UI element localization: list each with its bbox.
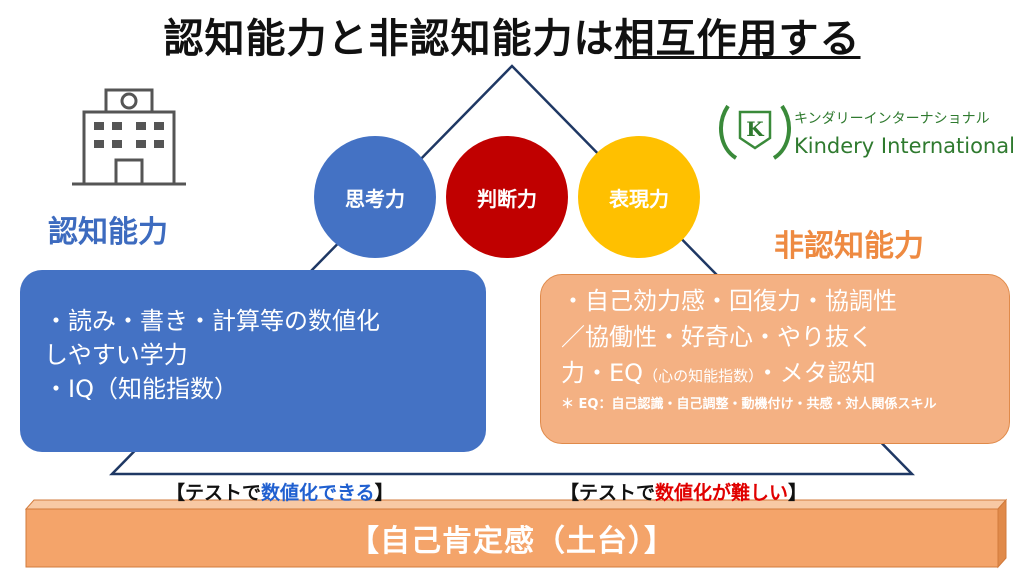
title-part1: 認知能力と非認知能力は (163, 16, 615, 62)
eq-note: ＊ EQ：自己認識・自己調整・動機付け・共感・対人関係スキル (561, 397, 937, 412)
school-building-icon (72, 88, 186, 186)
cognitive-label-suffix: 】 (374, 482, 394, 504)
base-bar (24, 498, 1008, 569)
logo-letter: K (746, 117, 764, 141)
noncognitive-label-highlight: 数値化が難しい (655, 482, 789, 504)
expression-label: 表現力 (609, 186, 669, 211)
noncognitive-line-3a: 力・EQ (561, 359, 644, 387)
noncognitive-test-label: 【テストで数値化が難しい】 (560, 478, 807, 505)
noncognitive-box: ・自己効力感・回復力・協調性 ／協働性・好奇心・やり抜く 力・EQ（心の知能指数… (540, 274, 1010, 444)
judgment-circle: 判断力 (446, 136, 568, 258)
cognitive-test-label: 【テストで数値化できる】 (166, 478, 394, 505)
judgment-label: 判断力 (477, 186, 537, 211)
page-title: 認知能力と非認知能力は相互作用する (0, 6, 1024, 64)
cognitive-line-3: ・IQ（知能指数） (44, 375, 238, 403)
noncognitive-line-3b: ・メタ認知 (755, 359, 876, 387)
expression-circle: 表現力 (578, 136, 700, 258)
logo-emblem-icon: K (719, 104, 791, 160)
cognitive-line-2: しやすい学力 (44, 341, 188, 369)
noncognitive-line-3: 力・EQ（心の知能指数）・メタ認知 (561, 355, 997, 394)
logo-text-english: Kindery International (794, 134, 1015, 158)
noncognitive-line-2: ／協働性・好奇心・やり抜く (561, 323, 873, 351)
cognitive-label-prefix: 【テストで (166, 482, 262, 504)
noncognitive-line-1: ・自己効力感・回復力・協調性 (561, 287, 897, 315)
logo-text-japanese: キンダリーインターナショナル (794, 111, 990, 127)
cognitive-label-highlight: 数値化できる (261, 482, 375, 504)
noncognitive-label-suffix: 】 (788, 482, 808, 504)
title-part2-underlined: 相互作用する (614, 16, 861, 62)
noncognitive-line-3-small: （心の知能指数） (643, 367, 756, 385)
cognitive-box: ・読み・書き・計算等の数値化 しやすい学力 ・IQ（知能指数） (20, 270, 486, 452)
thinking-circle: 思考力 (314, 136, 436, 258)
self-esteem-foundation: 【自己肯定感（土台）】 (349, 524, 675, 559)
noncognitive-heading: 非認知能力 (774, 229, 924, 264)
cognitive-line-1: ・読み・書き・計算等の数値化 (44, 307, 380, 335)
cognitive-heading: 認知能力 (48, 215, 168, 250)
noncognitive-label-prefix: 【テストで (560, 482, 656, 504)
thinking-label: 思考力 (345, 186, 405, 211)
